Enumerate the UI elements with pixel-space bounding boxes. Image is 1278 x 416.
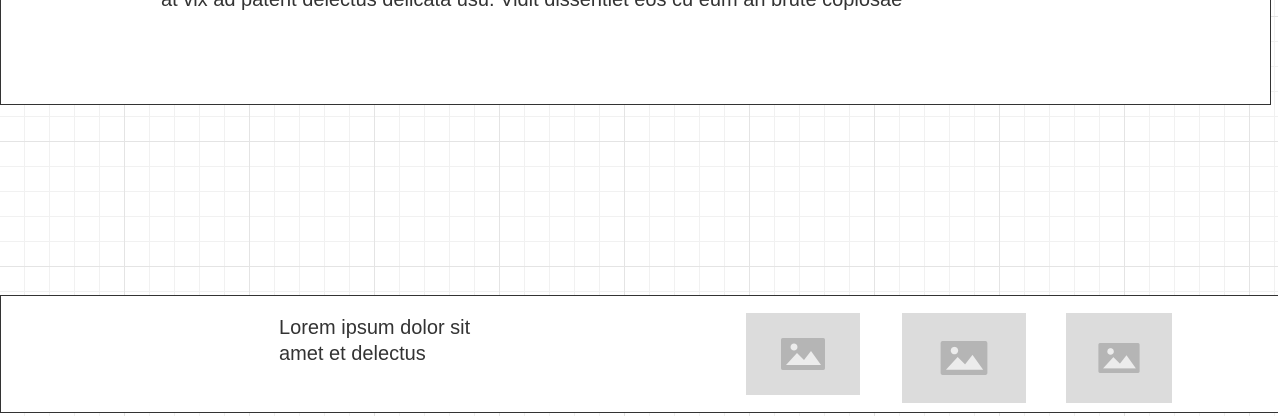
caption-text: Lorem ipsum dolor sit amet et delectus (279, 315, 470, 367)
paragraph-text: at vix ad patent delectus delicata usu. … (161, 0, 903, 11)
image-placeholder-icon (781, 338, 825, 370)
content-panel-bottom: Lorem ipsum dolor sit amet et delectus (0, 295, 1278, 413)
image-thumbnail[interactable] (746, 313, 860, 395)
content-panel-top: at vix ad patent delectus delicata usu. … (0, 0, 1271, 105)
image-placeholder-icon (940, 341, 988, 375)
caption-line: Lorem ipsum dolor sit (279, 317, 471, 339)
image-placeholder-icon (1098, 343, 1140, 373)
image-thumbnail[interactable] (902, 313, 1026, 403)
image-thumbnail[interactable] (1066, 313, 1172, 403)
caption-line: amet et delectus (279, 343, 426, 365)
